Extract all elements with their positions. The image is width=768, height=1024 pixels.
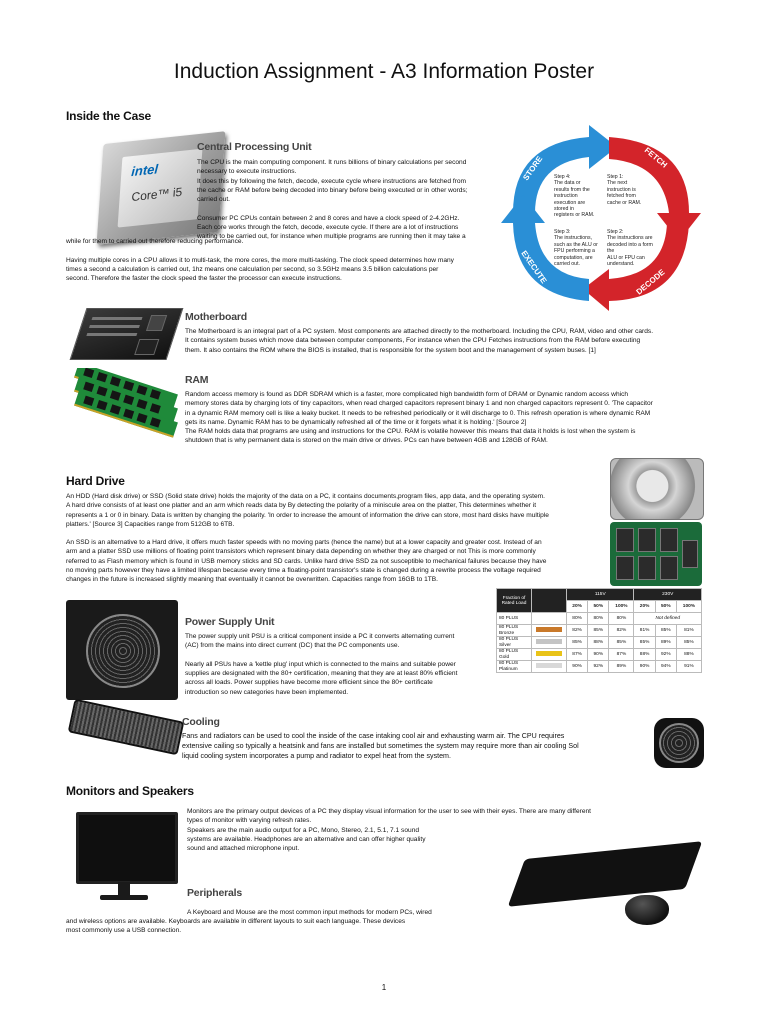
peripherals-heading: Peripherals (187, 887, 242, 899)
table-cell: 80% (587, 612, 610, 625)
table-cell: 91% (675, 660, 703, 673)
cpu-text-a: The CPU is the main computing component.… (197, 159, 468, 241)
table-subheader: 100% (675, 600, 703, 613)
table-row-swatch (531, 624, 567, 637)
table-subheader: 20% (565, 600, 589, 613)
table-subheader: 50% (654, 600, 677, 613)
table-cell: 80% (565, 612, 589, 625)
peripherals-text-a: A Keyboard and Mouse are the most common… (187, 909, 432, 916)
cycle-step-3: Step 3: The instructions, such as the AL… (554, 229, 598, 268)
hdd-image (610, 458, 704, 520)
table-cell: 82% (608, 624, 635, 637)
cycle-step-2: Step 2: The instructions are decoded int… (607, 229, 653, 268)
table-cell: 94% (654, 660, 677, 673)
ssd-image (610, 522, 702, 586)
table-cell: 88% (675, 648, 703, 661)
ram-text: Random access memory is found as DDR SDR… (185, 391, 653, 445)
fetch-decode-execute-diagram: STORE FETCH DECODE EXECUTE Step 4: The d… (499, 123, 704, 313)
table-cell: 87% (565, 648, 589, 661)
table-cell: 88% (587, 636, 610, 649)
table-row-name: 80 PLUS Gold (496, 648, 532, 661)
table-subheader: 50% (587, 600, 610, 613)
table-cell: 85% (654, 624, 677, 637)
cpu-heading: Central Processing Unit (197, 141, 312, 153)
motherboard-heading: Motherboard (185, 311, 247, 323)
cooling-text: Fans and radiators can be used to cool t… (182, 732, 579, 760)
ram-image (70, 368, 185, 448)
table-cell: 92% (654, 648, 677, 661)
table-cell: 80% (608, 612, 635, 625)
case-fan-image (654, 718, 704, 768)
section-heading-monitors: Monitors and Speakers (66, 784, 194, 798)
table-cell: 82% (565, 624, 589, 637)
table-cell: 89% (608, 660, 635, 673)
table-group-230v: 230V (633, 588, 702, 601)
psu-text: The power supply unit PSU is a critical … (185, 633, 458, 696)
table-cell: 81% (675, 624, 703, 637)
table-corner-label: Fraction of Rated Load (496, 588, 532, 613)
table-row-swatch (531, 636, 567, 649)
cpu-model-label: Core™ i5 (131, 184, 183, 205)
hard-drive-text-b: An SSD is an alternative to a Hard drive… (66, 539, 547, 584)
table-row-name: 80 PLUS Silver (496, 636, 532, 649)
cycle-arrows-icon: STORE FETCH DECODE EXECUTE (501, 125, 701, 311)
efficiency-table: Fraction of Rated Load 115V 230V 20% 50%… (496, 588, 703, 673)
table-group-115v: 115V (565, 588, 635, 601)
monitors-text: Monitors are the primary output devices … (187, 808, 592, 853)
page-title: Induction Assignment - A3 Information Po… (173, 60, 595, 83)
psu-fan-icon (86, 614, 160, 688)
mouse-image (625, 895, 669, 925)
table-row-name: 80 PLUS Bronze (496, 624, 532, 637)
monitor-stand (118, 882, 130, 896)
table-cell: 85% (565, 636, 589, 649)
table-row-name: 80 PLUS (496, 612, 532, 625)
psu-image (66, 600, 178, 700)
section-heading-hard-drive: Hard Drive (66, 474, 125, 488)
ram-heading: RAM (185, 374, 209, 386)
table-cell: 90% (587, 648, 610, 661)
table-row-name: 80 PLUS Platinum (496, 660, 532, 673)
monitor-image (76, 812, 178, 884)
cycle-step-1: Step 1: The next instruction is fetched … (607, 174, 642, 206)
cpu-heatspreader: intel Core™ i5 (117, 148, 203, 228)
table-cell: 89% (654, 636, 677, 649)
page-number: 1 (381, 983, 387, 992)
cpu-text-b: while for them to carried out therefore … (66, 238, 454, 283)
table-cell: 85% (633, 636, 656, 649)
table-cell: 87% (608, 648, 635, 661)
hard-drive-text-a: An HDD (Hard disk drive) or SSD (Solid s… (66, 493, 549, 528)
fan-icon (659, 723, 699, 763)
table-cell: 90% (633, 660, 656, 673)
motherboard-image (69, 308, 184, 360)
radiator-image (67, 698, 185, 756)
table-row-swatch (531, 648, 567, 661)
table-cell: 81% (633, 624, 656, 637)
monitor-base (100, 895, 148, 900)
table-cell: 92% (587, 660, 610, 673)
table-cell: 85% (587, 624, 610, 637)
peripherals-text-b: and wireless options are available. Keyb… (66, 918, 406, 935)
table-cell: 90% (565, 660, 589, 673)
section-heading-inside-case: Inside the Case (66, 109, 152, 123)
table-row-swatch (531, 660, 567, 673)
psu-heading: Power Supply Unit (185, 616, 275, 628)
table-cell: 85% (675, 636, 703, 649)
cycle-step-4: Step 4: The data or results from the ins… (554, 174, 595, 219)
table-cell: 85% (608, 636, 635, 649)
intel-logo: intel (130, 161, 159, 180)
table-cell: 88% (633, 648, 656, 661)
table-subheader: 100% (608, 600, 635, 613)
table-note: Not defined (633, 612, 702, 625)
cooling-heading: Cooling (182, 716, 220, 728)
table-row-swatch (531, 612, 567, 625)
motherboard-text: The Motherboard is an integral part of a… (185, 328, 654, 354)
table-subheader: 20% (633, 600, 656, 613)
